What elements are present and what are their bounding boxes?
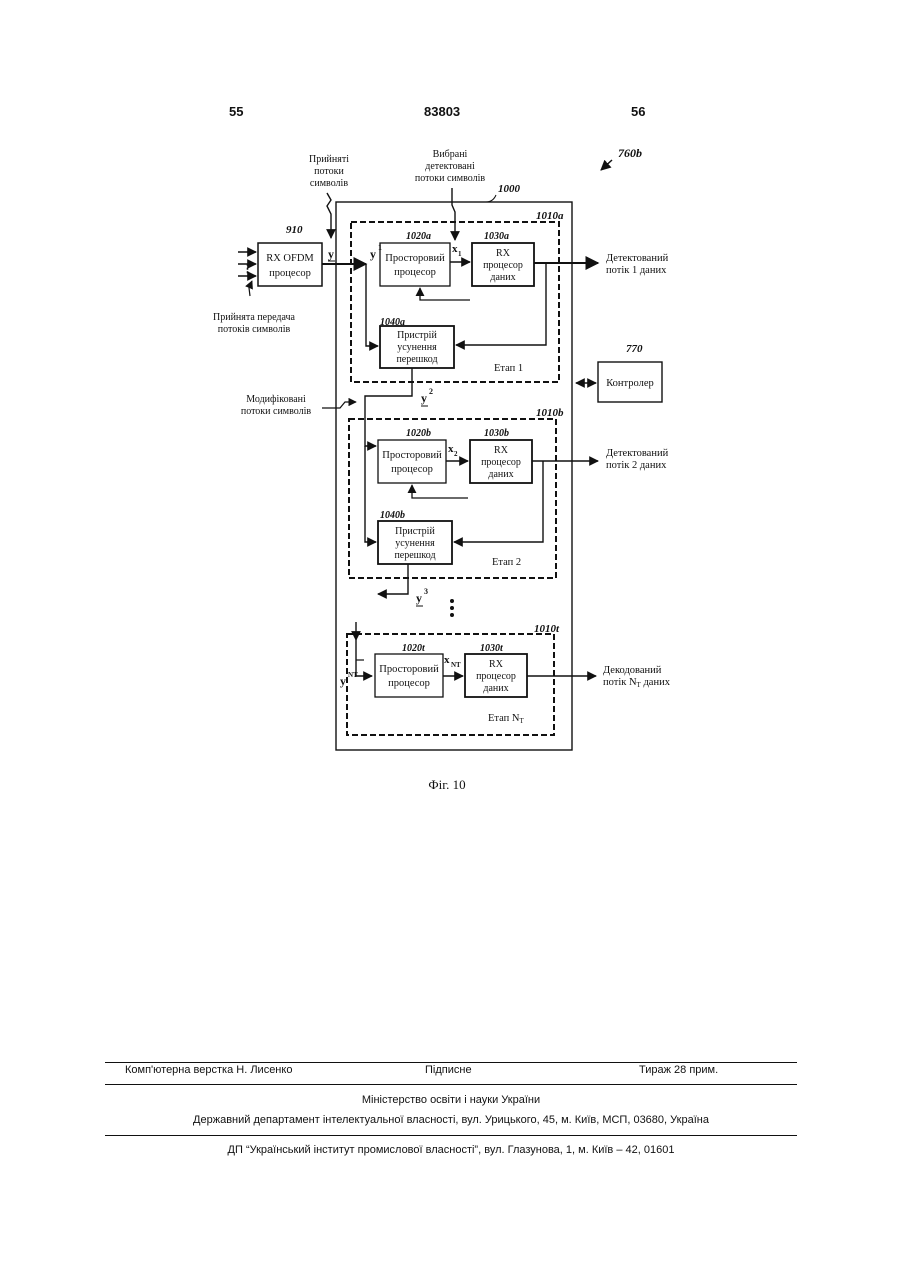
spatial-processor-2 <box>378 440 446 483</box>
svg-text:потік NT даних: потік NT даних <box>603 677 671 689</box>
controller-label: Контролер <box>606 378 654 389</box>
svg-text:детектовані: детектовані <box>425 161 475 172</box>
svg-text:RX OFDM: RX OFDM <box>266 253 314 264</box>
footer-institute: ДП “Український інститут промислової вла… <box>105 1144 797 1156</box>
svg-text:перешкод: перешкод <box>396 354 437 365</box>
svg-text:усунення: усунення <box>395 538 435 549</box>
svg-text:x: x <box>444 654 450 666</box>
svg-text:Просторовий: Просторовий <box>382 450 442 461</box>
svg-text:даних: даних <box>483 683 508 694</box>
ref-770: 770 <box>626 343 643 355</box>
label-received-streams: Прийняті потоки символів <box>309 154 349 189</box>
footer-signed: Підписне <box>425 1064 472 1076</box>
svg-text:3: 3 <box>424 587 428 596</box>
stage-2-label: Етап 2 <box>492 557 521 568</box>
ref-1000: 1000 <box>498 183 521 195</box>
svg-text:2: 2 <box>454 450 458 458</box>
label-detected-stream-2: Детектований потік 2 даних <box>606 448 669 471</box>
footer-rule-1 <box>105 1062 797 1063</box>
ref-1030a: 1030a <box>484 231 509 242</box>
svg-text:даних: даних <box>488 469 513 480</box>
rx-ofdm-processor <box>258 243 322 286</box>
svg-text:перешкод: перешкод <box>394 550 435 561</box>
svg-text:Детектований: Детектований <box>606 253 669 264</box>
label-decoded-stream-n: Декодований потік NT даних <box>603 665 671 689</box>
label-modified-streams: Модифіковані потоки символів <box>241 394 312 417</box>
figure-caption: Фіг. 10 <box>428 777 465 792</box>
svg-text:потоків символів: потоків символів <box>218 324 291 335</box>
svg-text:y: y <box>370 247 376 261</box>
svg-text:RX: RX <box>496 248 511 259</box>
stage-ellipsis <box>450 599 454 617</box>
stage-n-label: Етап NT <box>488 713 524 725</box>
ref-1040b: 1040b <box>380 510 405 521</box>
svg-text:процесор: процесор <box>481 457 521 468</box>
svg-text:⋮: ⋮ <box>242 263 253 275</box>
footer-ministry: Міністерство освіти і науки України <box>105 1094 797 1106</box>
svg-text:Вибрані: Вибрані <box>433 149 468 160</box>
svg-text:Модифіковані: Модифіковані <box>246 394 306 405</box>
selected-streams-arrow <box>452 188 455 240</box>
y-symbol: y <box>328 247 334 261</box>
ref-1010b: 1010b <box>536 407 564 419</box>
svg-text:y: y <box>340 674 346 688</box>
svg-text:процесор: процесор <box>476 671 516 682</box>
ref-760b-arrow <box>601 160 612 170</box>
svg-text:2: 2 <box>429 387 433 396</box>
spatial-processor-n <box>375 654 443 697</box>
ref-760b: 760b <box>618 146 642 160</box>
svg-text:потоки символів: потоки символів <box>241 406 312 417</box>
svg-text:процесор: процесор <box>483 260 523 271</box>
svg-text:Декодований: Декодований <box>603 665 662 676</box>
ref-1010a: 1010a <box>536 210 564 222</box>
ref-1030t: 1030t <box>480 643 504 654</box>
svg-text:процесор: процесор <box>391 464 433 475</box>
svg-text:1: 1 <box>458 250 462 258</box>
svg-text:потік 1 даних: потік 1 даних <box>606 265 667 276</box>
svg-text:Просторовий: Просторовий <box>379 664 439 675</box>
svg-text:потік 2 даних: потік 2 даних <box>606 460 667 471</box>
svg-text:Просторовий: Просторовий <box>385 253 445 264</box>
footer-rule-2 <box>105 1084 797 1085</box>
svg-text:Пристрій: Пристрій <box>395 526 435 537</box>
svg-text:y: y <box>416 591 422 605</box>
svg-text:y: y <box>421 391 427 405</box>
ref-1020b: 1020b <box>406 428 431 439</box>
footer-rule-3 <box>105 1135 797 1136</box>
svg-text:усунення: усунення <box>397 342 437 353</box>
footer-typesetting: Комп'ютерна верстка Н. Лисенко <box>125 1064 292 1076</box>
svg-text:Детектований: Детектований <box>606 448 669 459</box>
svg-text:RX: RX <box>489 659 504 670</box>
svg-text:процесор: процесор <box>388 678 430 689</box>
ref-1020t: 1020t <box>402 643 426 654</box>
svg-text:процесор: процесор <box>269 268 311 279</box>
spatial-processor-1 <box>380 243 450 286</box>
svg-text:символів: символів <box>310 178 348 189</box>
svg-text:Пристрій: Пристрій <box>397 330 437 341</box>
svg-text:NT: NT <box>348 671 358 679</box>
ref-1030b: 1030b <box>484 428 509 439</box>
footer-circulation: Тираж 28 прим. <box>639 1064 718 1076</box>
svg-text:потоки: потоки <box>314 166 344 177</box>
svg-text:NT: NT <box>451 661 461 669</box>
svg-text:RX: RX <box>494 445 509 456</box>
ref-910: 910 <box>286 224 303 236</box>
svg-text:даних: даних <box>490 272 515 283</box>
block-diagram: 760b Прийняті потоки символів Вибрані де… <box>0 0 901 800</box>
svg-text:потоки символів: потоки символів <box>415 173 486 184</box>
label-detected-stream-1: Детектований потік 1 даних <box>606 253 669 276</box>
label-selected-streams: Вибрані детектовані потоки символів <box>415 149 486 184</box>
footer-department: Державний департамент інтелектуальної вл… <box>105 1114 797 1126</box>
svg-text:Прийнята передача: Прийнята передача <box>213 312 296 323</box>
stage-1-label: Етап 1 <box>494 363 523 374</box>
ref-1020a: 1020a <box>406 231 431 242</box>
svg-text:процесор: процесор <box>394 267 436 278</box>
label-received-transmission: Прийнята передача потоків символів <box>213 312 296 335</box>
svg-text:Прийняті: Прийняті <box>309 154 349 165</box>
received-streams-arrow <box>327 193 331 238</box>
